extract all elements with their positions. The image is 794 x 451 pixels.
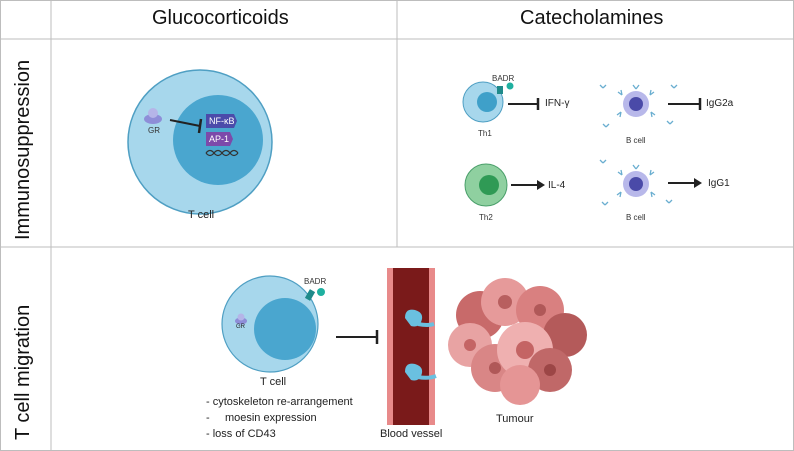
bcell-top-label: B cell bbox=[626, 136, 646, 145]
ap1-label: AP-1 bbox=[209, 134, 230, 144]
th2-label: Th2 bbox=[479, 213, 493, 222]
migration-badr-icon bbox=[304, 289, 316, 301]
effect-item-3: - loss of CD43 bbox=[206, 428, 276, 440]
igg1-label: IgG1 bbox=[708, 178, 730, 189]
nfkb-label: NF-κB bbox=[209, 116, 235, 126]
effect-item-1: - cytoskeleton re-arrangement bbox=[206, 396, 353, 408]
badr-receptor-icon bbox=[497, 86, 503, 94]
column-header-glucocorticoids: Glucocorticoids bbox=[152, 7, 289, 29]
blood-vessel-label: Blood vessel bbox=[380, 428, 443, 440]
tumour-label: Tumour bbox=[496, 413, 534, 425]
gr-receptor-icon bbox=[144, 114, 162, 124]
migration-badr-label: BADR bbox=[304, 277, 327, 286]
bcell-bottom-label: B cell bbox=[626, 213, 646, 222]
inhibition-arrow bbox=[169, 119, 201, 127]
gr-label: GR bbox=[148, 126, 160, 135]
migration-gr-label: GR bbox=[236, 324, 245, 330]
igg2a-label: IgG2a bbox=[706, 98, 734, 109]
migration-tcell-label: T cell bbox=[260, 376, 287, 388]
ap1-box bbox=[206, 132, 233, 146]
tcell-label: T cell bbox=[188, 209, 215, 221]
tumour-cluster bbox=[448, 278, 587, 405]
th1-label: Th1 bbox=[478, 129, 492, 138]
effect-item-2: - moesin expression bbox=[206, 412, 317, 424]
nfkb-box bbox=[206, 114, 237, 128]
il4-label: IL-4 bbox=[548, 180, 566, 191]
ifn-label: IFN-γ bbox=[545, 98, 570, 109]
badr-label-top: BADR bbox=[492, 74, 515, 83]
column-header-catecholamines: Catecholamines bbox=[520, 7, 664, 29]
